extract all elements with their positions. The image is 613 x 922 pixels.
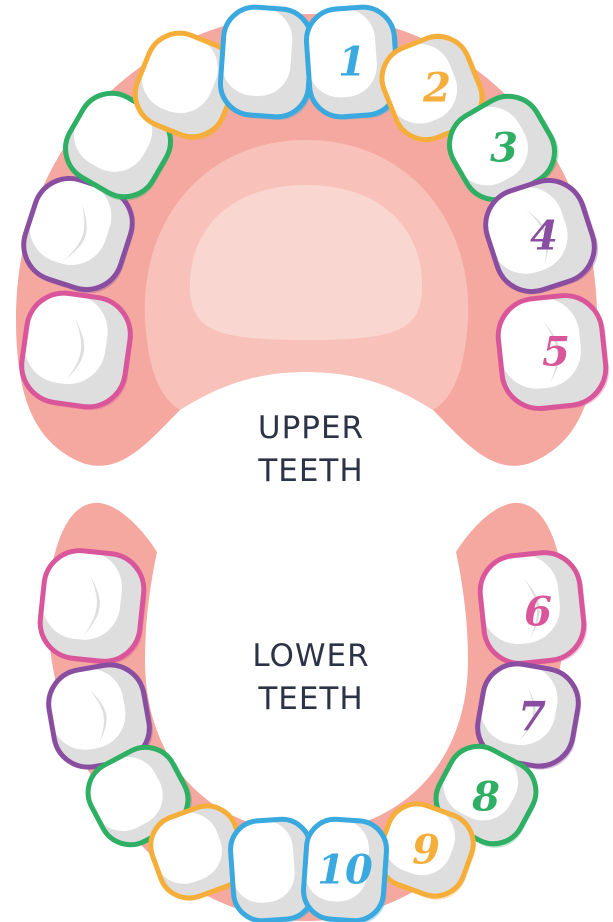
tooth-number: 3	[490, 125, 518, 172]
lower-right-tooth-6: 6	[477, 549, 591, 670]
tooth-number: 5	[542, 329, 570, 376]
lower-label-line2: TEETH	[257, 681, 363, 717]
upper-label-line1: UPPER	[258, 410, 364, 446]
tooth-number: 4	[530, 213, 558, 260]
tooth-number: 1	[338, 39, 366, 86]
tooth-number: 10	[317, 847, 373, 894]
lower-right-tooth-10: 10	[301, 817, 391, 922]
tooth-number: 8	[471, 774, 500, 821]
lower-teeth: 6 789 10	[36, 547, 590, 922]
tooth-number: 9	[412, 827, 440, 874]
upper-left-tooth	[218, 5, 317, 122]
lower-label-line1: LOWER	[252, 638, 369, 674]
tooth-number: 6	[524, 589, 552, 636]
upper-right-tooth-5: 5	[495, 292, 613, 416]
tooth-number: 2	[422, 65, 451, 112]
upper-label-line2: TEETH	[257, 453, 363, 489]
lower-left-tooth	[36, 547, 150, 668]
tooth-number: 7	[518, 694, 546, 741]
